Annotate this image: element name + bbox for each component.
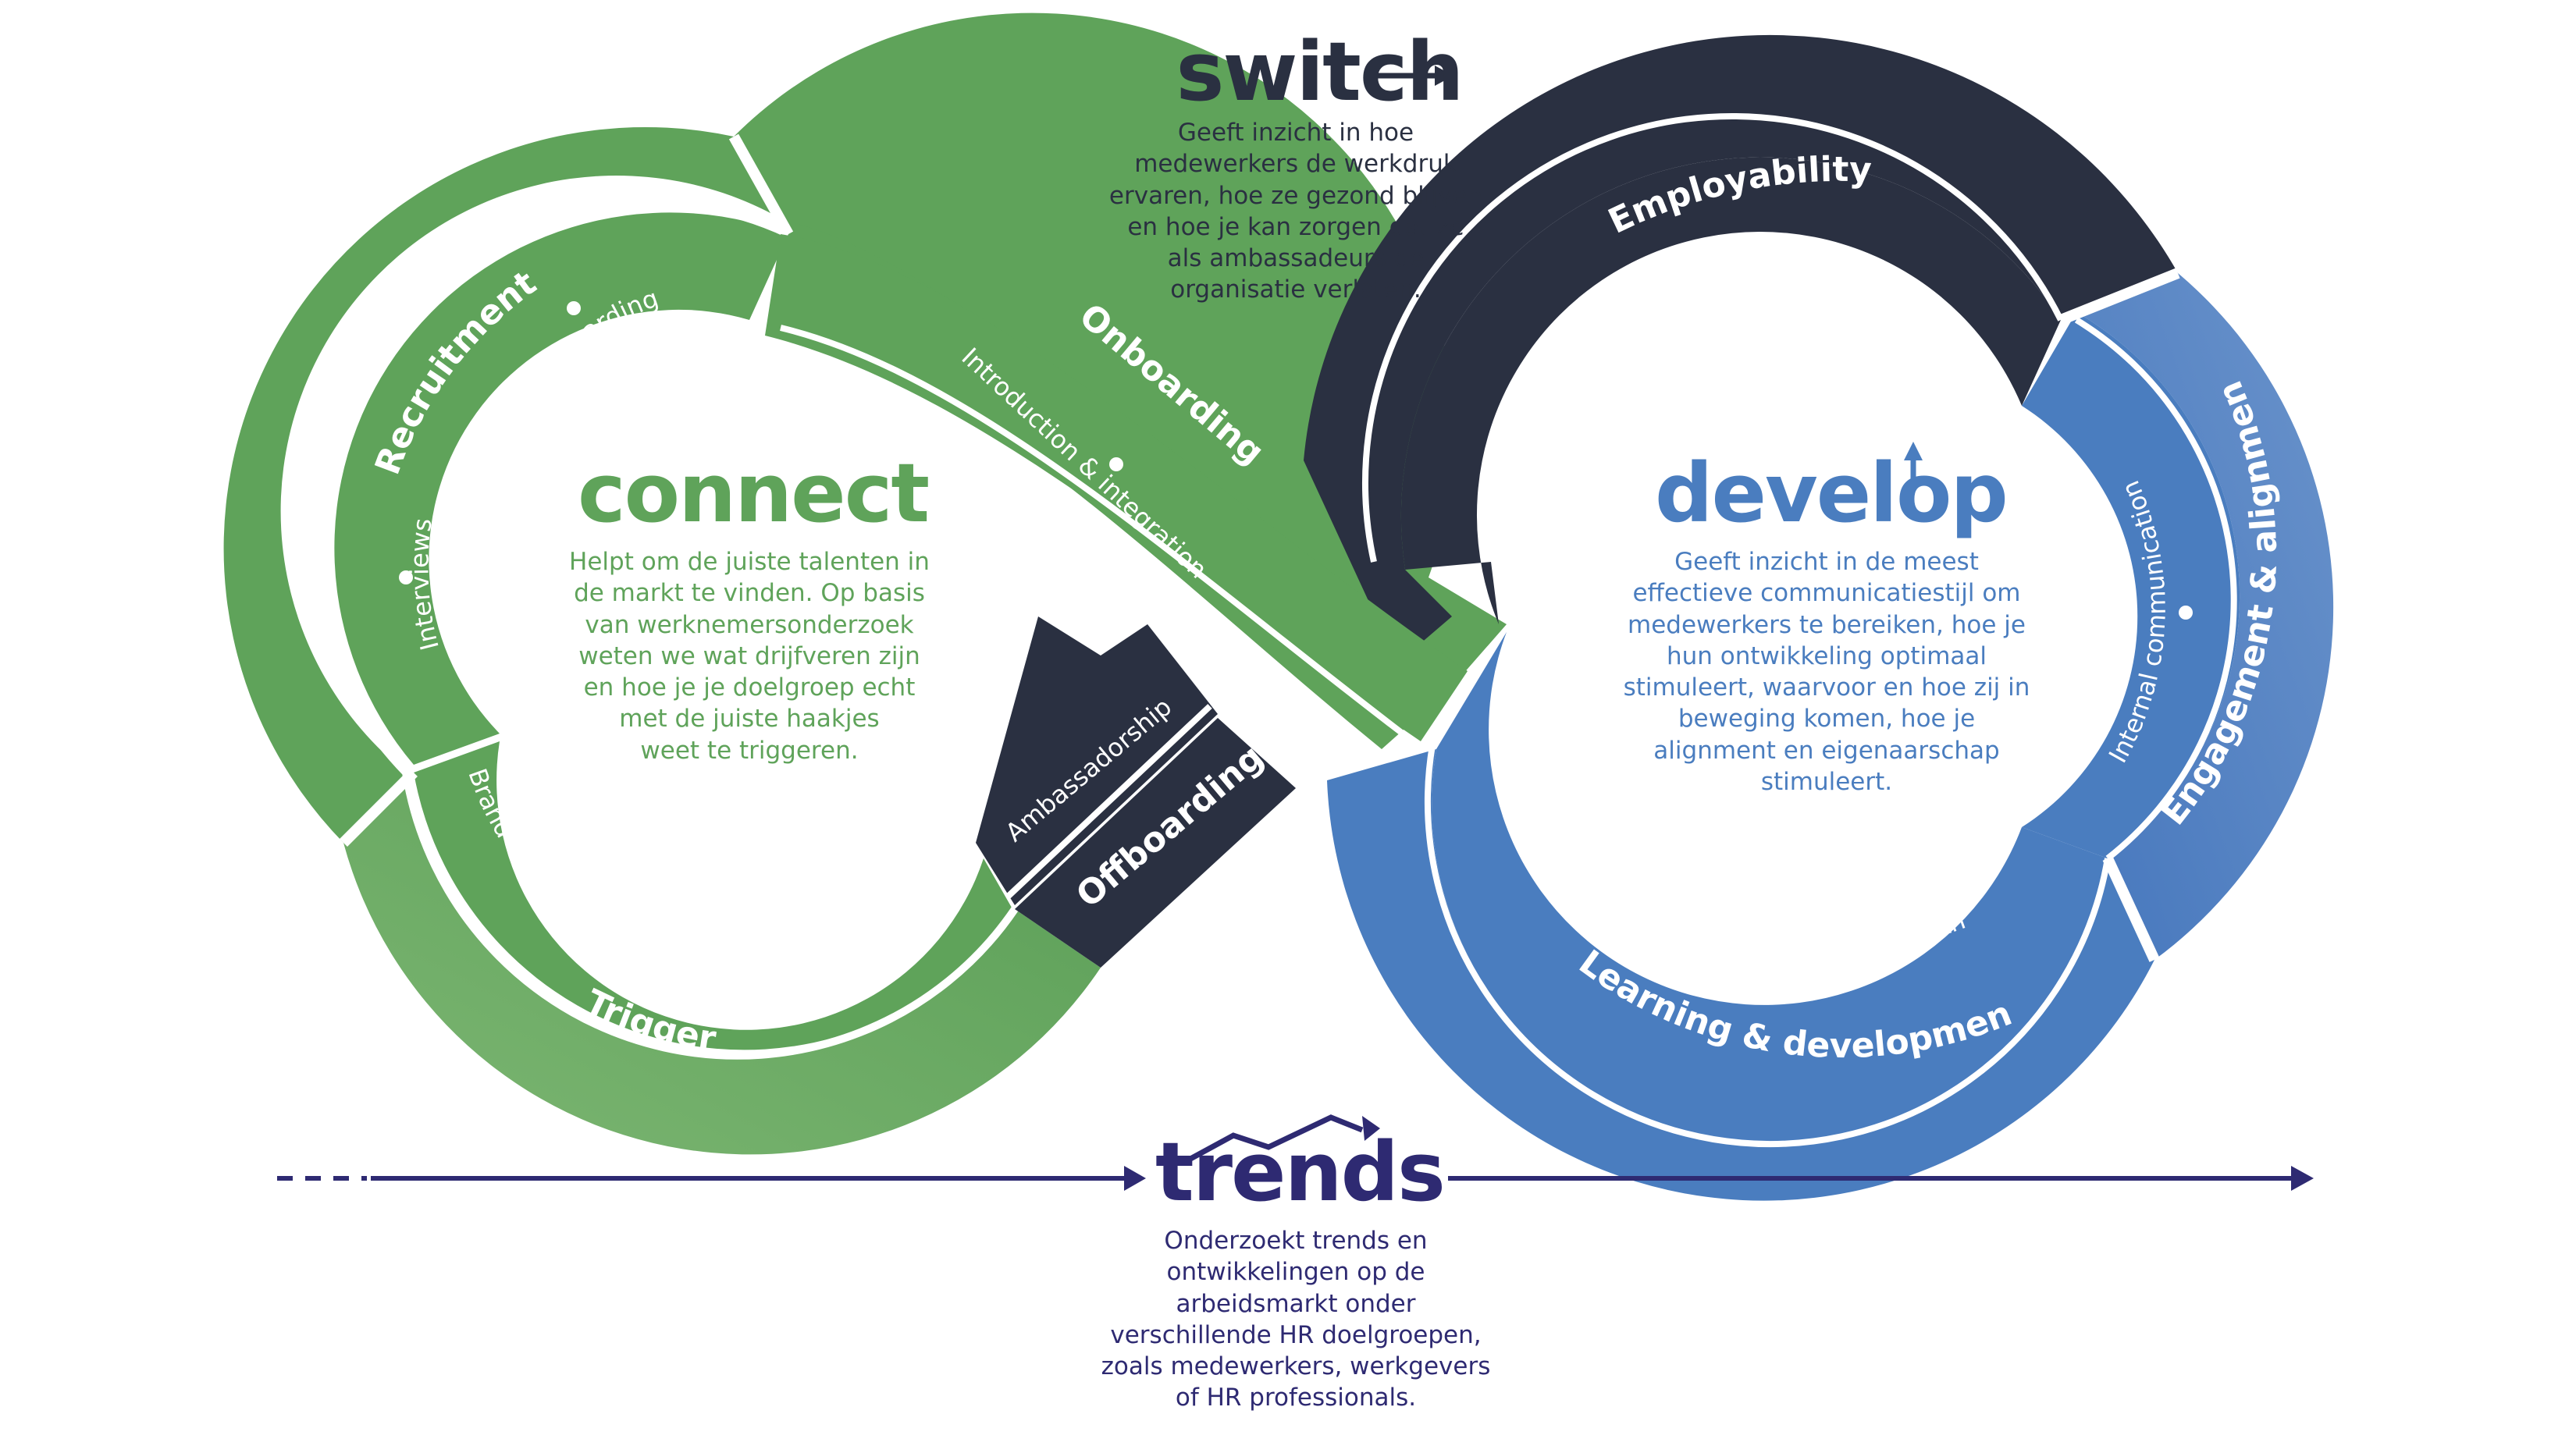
trends-timeline [277,1166,2314,1191]
switch-title: switch [1176,24,1464,119]
develop-center [1569,359,2084,874]
connect-center [492,382,1007,897]
connect-description: Helpt om de juiste talenten in de markt … [569,548,930,765]
internal-comm-band [2022,312,2240,858]
trigger-band [343,773,1101,1155]
onboarding-crossing [765,234,1468,741]
develop-description: Geeft inzicht in de meest effectieve com… [1623,548,2030,797]
ambassadorship-band [976,616,1218,905]
connect-title: connect [578,446,930,541]
learning-band [1327,749,2154,1201]
workload-band [1400,157,2061,625]
label-workload: Workload [1678,270,1799,326]
develop-title: develop [1655,446,2008,541]
engagement-band [2076,273,2334,960]
arrow-right-icon [1435,66,1453,86]
offboarding-band [1015,718,1296,968]
trend-line-icon [1189,1114,1364,1162]
growth-band [1432,632,2108,1144]
trends-title: trends [1155,1124,1446,1220]
divider-dots [399,258,2193,990]
brand-band [414,741,1015,1050]
onboarding-band [734,12,1507,687]
preboarding-band [334,212,789,765]
arrow-up-icon [1904,442,1923,460]
switch-description: Geeft inzicht in hoe medewerkers de werk… [1108,119,1483,304]
arrow-right-icon [2291,1166,2314,1191]
trends-description: Onderzoekt trends en ontwikkelingen op d… [1101,1227,1491,1412]
